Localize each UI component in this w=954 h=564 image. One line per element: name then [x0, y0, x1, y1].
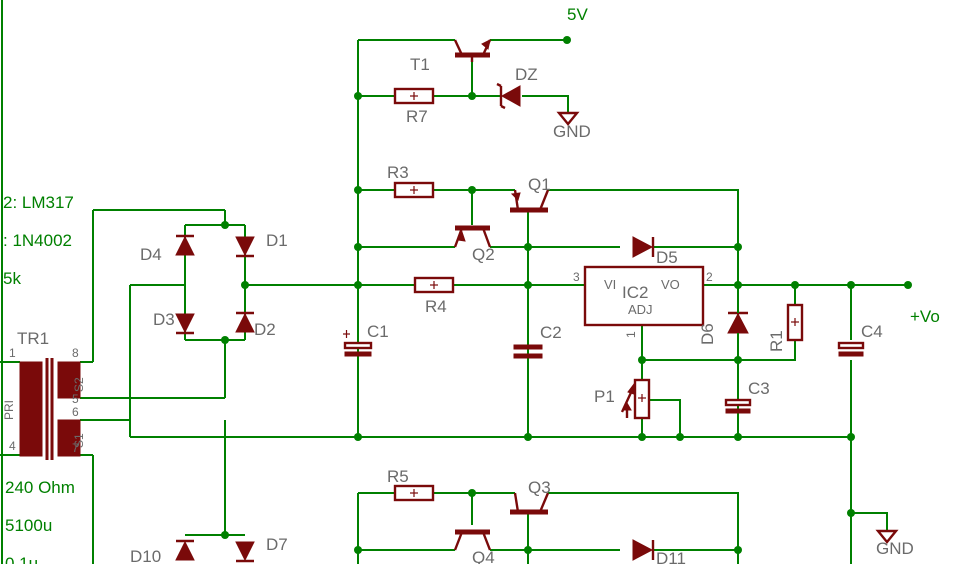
label-dz: DZ [515, 65, 538, 84]
label-c2: C2 [540, 323, 562, 342]
tr1-s2-label: S2 [72, 377, 86, 392]
label-r1: R1 [767, 330, 786, 352]
tr1-pin-1: 1 [9, 346, 16, 360]
label-d1: D1 [266, 231, 288, 250]
label-q2: Q2 [472, 245, 495, 264]
diode-d11 [632, 539, 655, 561]
label-d7: D7 [266, 535, 288, 554]
diode-d10 [175, 539, 195, 561]
diode-d4 [175, 234, 195, 256]
resistor-r5 [393, 484, 435, 502]
note-pot: 5k [3, 269, 21, 288]
diode-d5 [632, 236, 655, 258]
tr1-pri-label: PRI [2, 400, 16, 420]
zener-dz [496, 82, 521, 110]
label-q4: Q4 [472, 548, 495, 564]
label-t1: T1 [410, 55, 430, 74]
note-capacitor: 5100u [5, 516, 52, 535]
capacitor-c2 [513, 285, 543, 359]
note-capacitor-small: 0.1u [5, 554, 38, 564]
label-q3: Q3 [528, 478, 551, 497]
transformer-tr1 [19, 358, 81, 460]
capacitor-c4 [837, 341, 865, 357]
ic2-vo-label: VO [661, 277, 680, 292]
transistor-q2 [453, 225, 492, 248]
label-p1: P1 [594, 387, 615, 406]
note-resistor: 240 Ohm [5, 478, 75, 497]
gnd-top-label: GND [553, 122, 591, 141]
gnd-symbol-bottom [875, 529, 899, 544]
label-d6: D6 [698, 323, 717, 345]
label-d4: D4 [140, 245, 162, 264]
label-c1: C1 [367, 322, 389, 341]
ic2-pin-out: 2 [706, 270, 713, 284]
label-d11: D11 [656, 549, 686, 564]
resistor-r4 [413, 276, 455, 294]
label-d2: D2 [254, 320, 276, 339]
ic2-pin-in: 3 [573, 270, 580, 284]
capacitor-c3 [724, 360, 752, 414]
label-d10: D10 [130, 547, 161, 564]
label-r5: R5 [387, 467, 409, 486]
note-ic: 2: LM317 [3, 193, 74, 212]
resistor-r1 [786, 303, 804, 342]
label-c3: C3 [748, 379, 770, 398]
junctions [221, 36, 912, 554]
label-q1: Q1 [528, 175, 551, 194]
ic2-pin-adj: 1 [624, 331, 638, 338]
diode-d3 [175, 313, 195, 335]
transistor-t1 [453, 39, 492, 62]
ic2-name: IC2 [622, 283, 648, 302]
tr1-pin-5: 5 [72, 392, 79, 406]
label-d5: D5 [656, 248, 678, 267]
tr1-s1-label: S1 [72, 433, 86, 448]
capacitor-c1 [343, 285, 373, 357]
diode-d2 [235, 311, 255, 333]
label-r3: R3 [387, 163, 409, 182]
tr1-pin-4: 4 [9, 439, 16, 453]
vout-label: +Vo [910, 307, 940, 326]
ic2-lm317 [583, 265, 705, 327]
diode-d1 [235, 236, 255, 258]
label-r4: R4 [425, 297, 447, 316]
diode-d7 [235, 541, 255, 563]
gnd-symbol-top [556, 111, 580, 126]
resistor-r7 [393, 87, 435, 105]
potentiometer-p1 [620, 378, 651, 420]
tr1-pin-6: 6 [72, 405, 79, 419]
transistor-q3 [510, 492, 550, 515]
tr1-pin-7: 7 [72, 441, 79, 455]
ic2-adj-label: ADJ [628, 302, 653, 317]
vcc-5v-label: 5V [567, 5, 588, 24]
label-r7: R7 [406, 107, 428, 126]
label-tr1: TR1 [17, 329, 49, 348]
transistor-q4 [453, 529, 492, 551]
note-diode: : 1N4002 [3, 231, 72, 250]
resistor-r3 [393, 181, 435, 199]
gnd-bottom-label: GND [876, 539, 914, 558]
ic2-vi-label: VI [604, 277, 616, 292]
wires [0, 0, 908, 564]
tr1-pin-8: 8 [72, 346, 79, 360]
diode-d6 [727, 285, 749, 360]
label-c4: C4 [861, 322, 883, 341]
transistor-q1 [510, 189, 550, 213]
label-d3: D3 [153, 310, 175, 329]
